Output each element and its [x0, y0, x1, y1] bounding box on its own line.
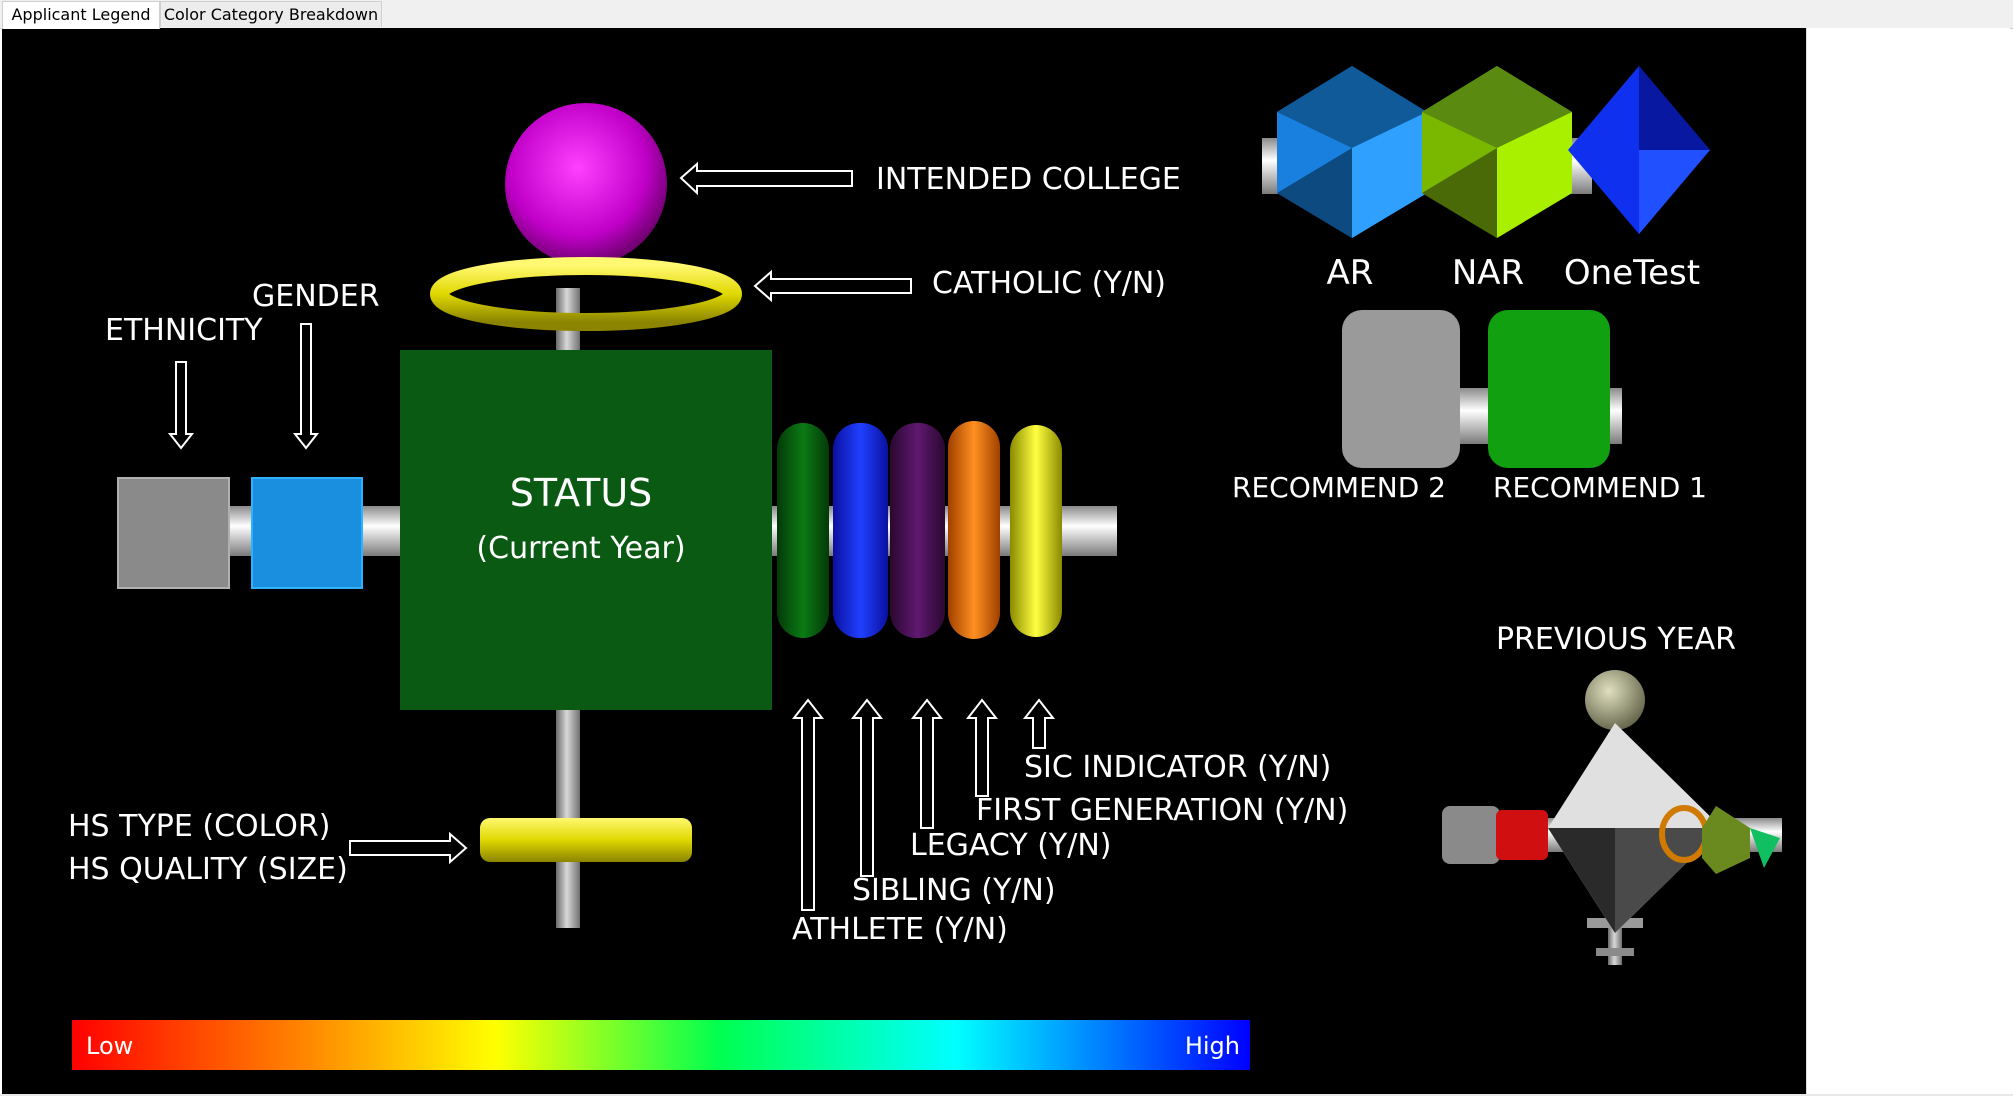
ar-gem [1277, 66, 1427, 238]
gender-box [251, 477, 363, 589]
status-box [400, 350, 772, 710]
sic-indicator-label: SIC INDICATOR (Y/N) [1024, 750, 1331, 785]
legacy-ring [890, 423, 945, 638]
recommend-2-label: RECOMMEND 2 [1232, 471, 1446, 504]
onetest-gem [1568, 66, 1710, 234]
ethnicity-arrow [167, 361, 195, 450]
gender-arrow [292, 323, 320, 450]
sic-indicator-ring [1010, 425, 1062, 637]
hs-disk [480, 818, 692, 862]
gender-label: GENDER [252, 279, 380, 314]
catholic-ring [430, 257, 742, 331]
color-scale-low-label: Low [86, 1032, 133, 1060]
ethnicity-box [117, 477, 230, 589]
athlete-arrow [791, 698, 825, 911]
color-scale-high-label: High [1185, 1032, 1240, 1060]
recommend-1-label: RECOMMEND 1 [1493, 471, 1707, 504]
legacy-label: LEGACY (Y/N) [910, 828, 1111, 863]
nar-label: NAR [1452, 253, 1524, 293]
intended-college-arrow [679, 161, 853, 196]
nar-gem [1422, 66, 1572, 238]
recommend-1-box [1488, 310, 1610, 468]
legend-scene: STATUS (Current Year) INTENDED COLLEGE C… [68, 66, 1782, 1070]
sibling-arrow [850, 698, 884, 877]
catholic-arrow [753, 269, 912, 303]
onetest-label: OneTest [1564, 253, 1700, 293]
sibling-ring [833, 423, 888, 638]
ar-label: AR [1327, 253, 1374, 293]
athlete-ring [777, 423, 829, 638]
previous-year-model [1442, 670, 1782, 965]
hs-type-label: HS TYPE (COLOR) [68, 809, 330, 844]
color-scale-bar [72, 1020, 1250, 1070]
tab-applicant-legend[interactable]: Applicant Legend [2, 1, 160, 29]
sic-indicator-arrow [1022, 698, 1056, 749]
ethnicity-label: ETHNICITY [105, 313, 263, 348]
first-generation-ring [948, 421, 1000, 639]
sibling-label: SIBLING (Y/N) [852, 873, 1056, 908]
first-generation-arrow [965, 698, 999, 797]
hs-arrow [349, 831, 468, 865]
legend-canvas: STATUS (Current Year) INTENDED COLLEGE C… [2, 28, 1806, 1094]
bottom-border [0, 1094, 2013, 1096]
intended-college-sphere [505, 103, 667, 265]
intended-college-label: INTENDED COLLEGE [876, 162, 1181, 197]
status-title: STATUS [510, 471, 653, 515]
tab-color-category-breakdown[interactable]: Color Category Breakdown [160, 1, 382, 27]
status-subtitle: (Current Year) [476, 531, 685, 566]
first-generation-label: FIRST GENERATION (Y/N) [976, 793, 1348, 828]
athlete-label: ATHLETE (Y/N) [792, 912, 1008, 947]
recommend-2-box [1342, 310, 1460, 468]
catholic-label: CATHOLIC (Y/N) [932, 266, 1166, 301]
previous-year-label: PREVIOUS YEAR [1496, 622, 1736, 657]
tab-bar: Applicant Legend Color Category Breakdow… [0, 0, 2013, 29]
legacy-arrow [910, 698, 944, 829]
right-panel [1806, 28, 2010, 1094]
hs-quality-label: HS QUALITY (SIZE) [68, 852, 348, 887]
